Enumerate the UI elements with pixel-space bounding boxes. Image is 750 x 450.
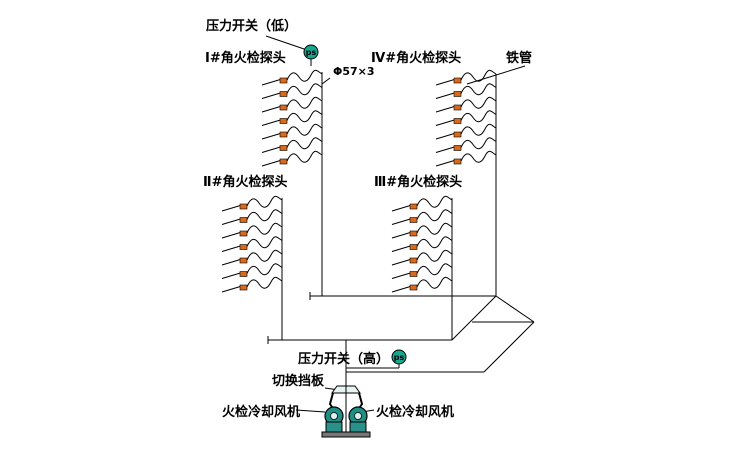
probe-group-3	[391, 195, 453, 293]
ps-symbol-high: ps	[394, 353, 405, 362]
fan-base	[321, 431, 371, 438]
flame-probe	[261, 83, 323, 99]
flame-probe	[435, 150, 497, 167]
probe-group-4-label: Ⅳ#角火检探头	[371, 50, 461, 66]
pressure-switch-high: ps	[391, 349, 407, 365]
flame-probe	[435, 137, 497, 153]
flame-probe	[391, 236, 453, 252]
piping	[267, 72, 535, 386]
probe-groups	[221, 69, 497, 293]
flame-probe	[221, 236, 283, 252]
flame-probe	[261, 123, 323, 140]
flame-probe	[261, 110, 323, 126]
flame-probe	[391, 249, 453, 266]
flame-probe	[435, 110, 497, 126]
flame-probe	[391, 222, 453, 239]
cooling-fan-left-label: 火检冷却风机	[222, 404, 300, 420]
ps-gauge-high	[391, 349, 407, 365]
flame-probe	[391, 276, 453, 293]
probe-group-1	[261, 69, 323, 167]
flame-probe	[221, 209, 283, 225]
pressure-switch-low-label: 压力开关（低）	[206, 18, 297, 34]
flame-probe	[391, 195, 453, 212]
flame-probe	[435, 83, 497, 99]
pressure-switch-high-label: 压力开关（高）	[298, 351, 389, 367]
flame-probe	[435, 69, 497, 86]
flame-probe	[261, 150, 323, 167]
switch-baffle-label: 切换挡板	[272, 373, 325, 389]
pressure-switch-low: ps	[303, 44, 319, 66]
flame-probe	[261, 137, 323, 153]
cooling-fan-right	[348, 406, 368, 433]
flame-probe	[221, 195, 283, 212]
flame-probe	[391, 209, 453, 225]
probe-group-3-label: Ⅲ#角火检探头	[374, 174, 462, 190]
cooling-fan-left	[324, 406, 344, 433]
flame-probe	[221, 249, 283, 266]
probe-group-2	[221, 195, 283, 293]
probe-group-1-label: Ⅰ#角火检探头	[205, 50, 286, 66]
flame-probe	[261, 69, 323, 86]
probe-group-4	[435, 69, 497, 167]
flame-probe	[221, 222, 283, 239]
cooling-fans	[321, 392, 371, 438]
cooling-fan-right-label: 火检冷却风机	[376, 404, 454, 420]
flame-probe	[435, 96, 497, 113]
flame-probe	[391, 263, 453, 279]
flame-probe	[221, 263, 283, 279]
flame-probe	[221, 276, 283, 293]
switch-baffle	[331, 385, 361, 394]
flame-probe	[261, 96, 323, 113]
iron-pipe-label: 铁管	[505, 50, 532, 66]
probe-group-2-label: Ⅱ#角火检探头	[203, 174, 287, 190]
flame-probe	[435, 123, 497, 140]
pipe-spec-label: Φ57×3	[333, 65, 375, 78]
ps-symbol-low: ps	[306, 48, 317, 57]
